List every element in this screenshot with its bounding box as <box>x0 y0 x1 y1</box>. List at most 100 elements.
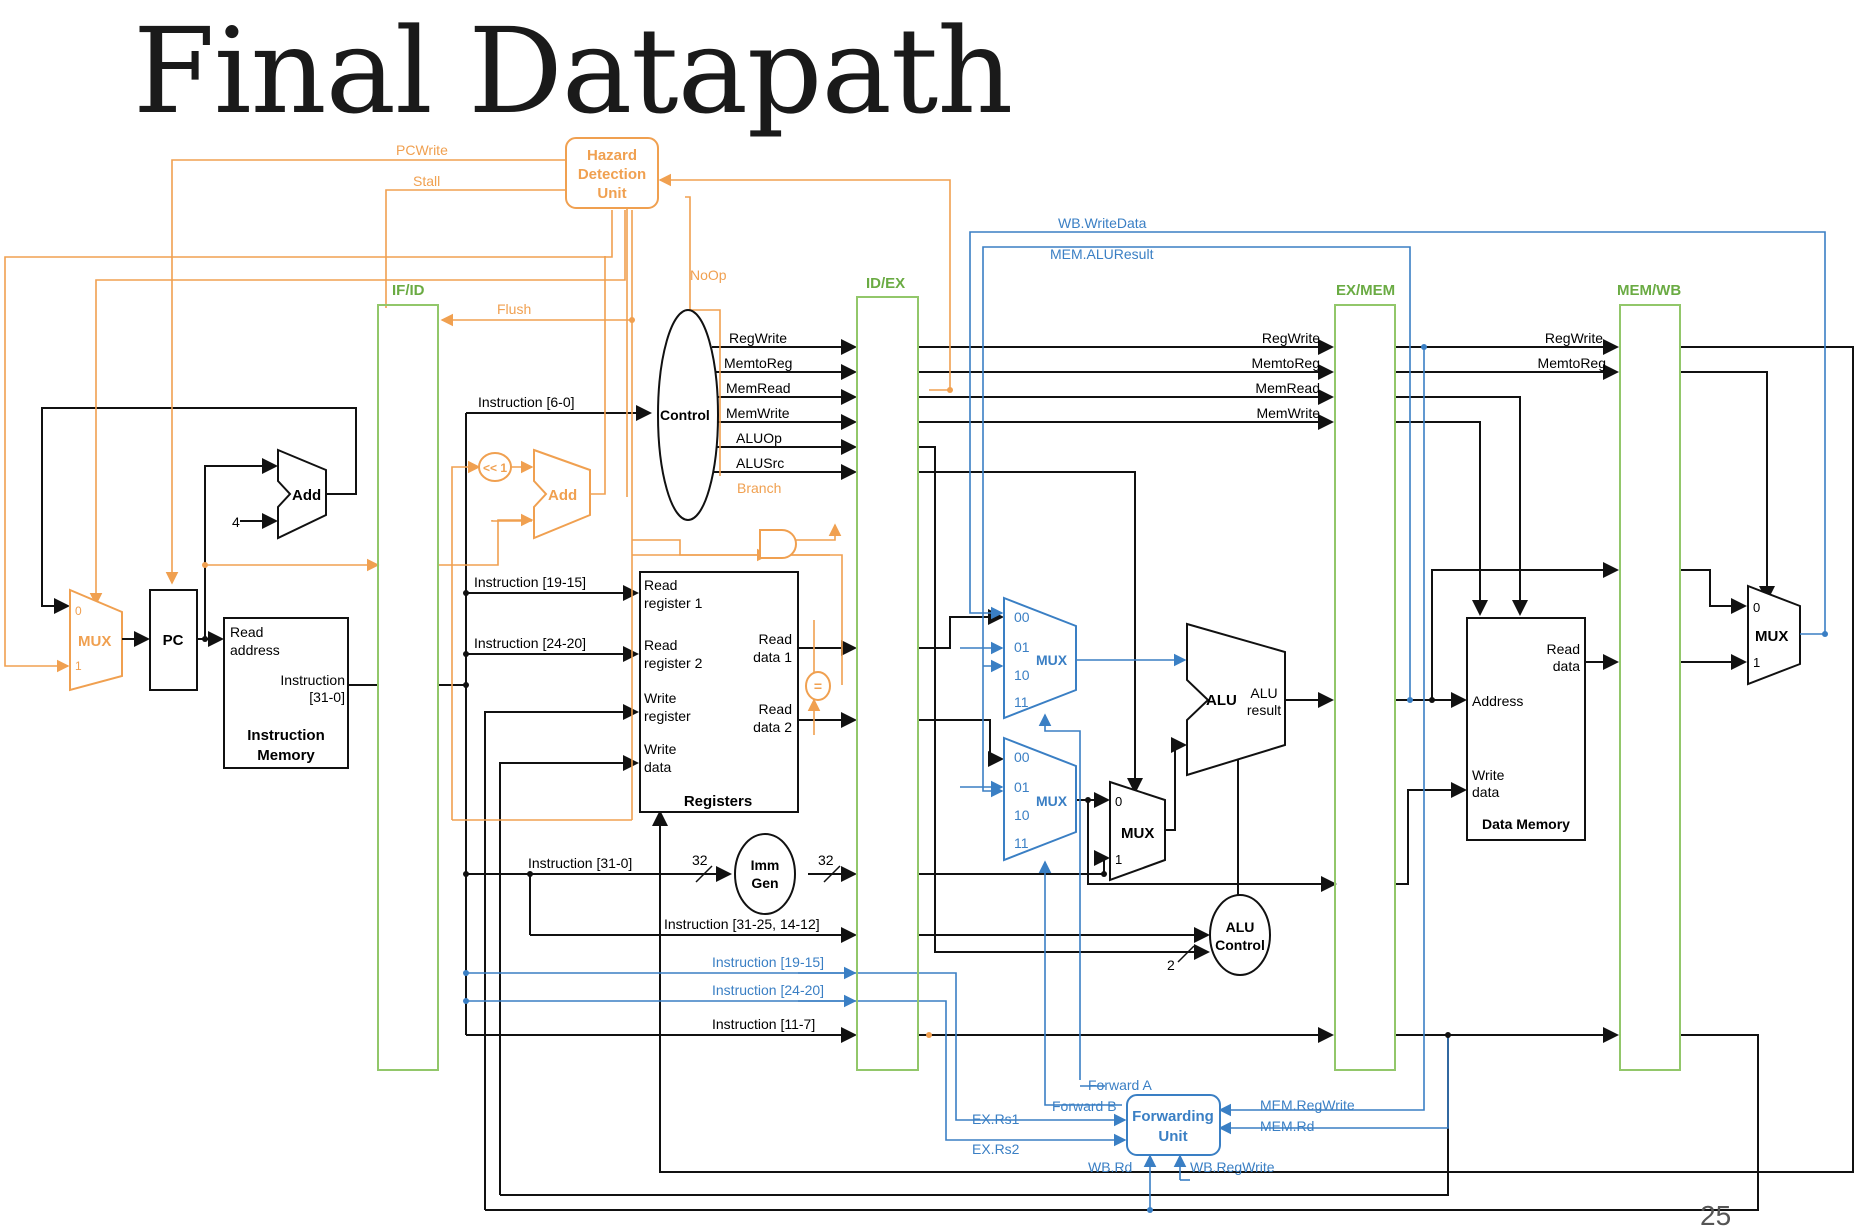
dmem-name: Data Memory <box>1482 816 1570 832</box>
alu-control-l1: ALU <box>1226 919 1255 935</box>
rf-rd2a: Read <box>759 701 792 717</box>
ex-mem-label: EX/MEM <box>1336 282 1395 299</box>
pc-mux-in1: 1 <box>75 659 82 673</box>
ctrl-regwrite: RegWrite <box>729 330 787 346</box>
fwd-unit-l1: Forwarding <box>1132 1108 1214 1125</box>
flush-label: Flush <box>497 301 531 317</box>
rf-wdb: data <box>644 759 671 775</box>
control-unit: Control <box>657 309 719 521</box>
data-memory: Address Read data Write data Data Memory <box>1466 617 1586 841</box>
junction-dots <box>202 590 1451 1038</box>
imm-gen-l1: Imm <box>751 857 780 873</box>
alu-control-bits: 2 <box>1167 957 1175 973</box>
rf-wra: Write <box>644 690 677 706</box>
slide-title: Final Datapath <box>133 2 1013 140</box>
alu-control: ALU Control <box>1209 894 1271 976</box>
fmux-b-00: 00 <box>1014 749 1030 765</box>
pc-adder-label: Add <box>292 487 321 504</box>
eq-label: = <box>814 678 822 694</box>
ctrl-aluop: ALUOp <box>736 430 782 446</box>
alu-label: ALU <box>1206 692 1237 709</box>
shift-left-unit: << 1 <box>478 452 512 482</box>
alu: ALU ALU result <box>1186 622 1286 777</box>
alusrc-mux-label: MUX <box>1121 825 1154 842</box>
imm-gen: Imm Gen <box>734 833 796 915</box>
dmem-write2: data <box>1472 784 1499 800</box>
wb-writedata-label: WB.WriteData <box>1058 215 1147 231</box>
wb-rd-label: WB.Rd <box>1088 1159 1132 1175</box>
instr-11-7-label: Instruction [11-7] <box>712 1016 815 1032</box>
imem-bits-label: [31-0] <box>309 689 345 705</box>
mem-rd-label: MEM.Rd <box>1260 1118 1314 1134</box>
branch-label: Branch <box>737 480 781 496</box>
pc-register: PC <box>149 589 198 691</box>
control-label: Control <box>660 407 710 423</box>
wbmux-in0: 0 <box>1753 600 1760 615</box>
instr-24-20-label: Instruction [24-20] <box>474 635 586 651</box>
instruction-memory: Read address Instruction [31-0] Instruct… <box>223 617 349 769</box>
ctrl-memread: MemRead <box>726 380 791 396</box>
dmem-read2: data <box>1553 658 1580 674</box>
ctrl-memwrite: MemWrite <box>726 405 790 421</box>
wb-regwrite-label: WB.RegWrite <box>1190 1159 1275 1175</box>
imm-in-bits: 32 <box>692 852 708 868</box>
rf-name: Registers <box>684 793 752 810</box>
orange-junction-dots <box>202 317 953 1038</box>
blue-junction-dots <box>463 344 1828 1213</box>
mem-aluresult-label: MEM.ALUResult <box>1050 246 1154 262</box>
rf-rr2b: register 2 <box>644 655 703 671</box>
exmem-regwrite: RegWrite <box>1262 330 1320 346</box>
noop-label: NoOp <box>690 267 727 283</box>
blue-instr-19-15-label: Instruction [19-15] <box>712 954 824 970</box>
rf-rr1b: register 1 <box>644 595 703 611</box>
pc-label: PC <box>163 632 184 649</box>
equality-comparator: = <box>805 671 831 701</box>
imem-instr-label: Instruction <box>280 672 345 688</box>
imm-out-bits: 32 <box>818 852 834 868</box>
shift-label: << 1 <box>483 461 507 475</box>
rf-wda: Write <box>644 741 677 757</box>
forward-mux-a: 00 01 10 11 MUX <box>1003 596 1077 720</box>
imem-name2: Memory <box>257 747 315 764</box>
imm-gen-l2: Gen <box>751 875 778 891</box>
dmem-address: Address <box>1472 693 1523 709</box>
rf-rd1b: data 1 <box>753 649 792 665</box>
pc-mux-in0: 0 <box>75 604 82 618</box>
instr-19-15-label: Instruction [19-15] <box>474 574 586 590</box>
mem-wb-label: MEM/WB <box>1617 282 1681 299</box>
fmux-b-10: 10 <box>1014 807 1030 823</box>
pc-mux-label: MUX <box>78 633 111 650</box>
fmux-b-label: MUX <box>1036 793 1068 809</box>
mem-wb-register <box>1619 304 1681 1071</box>
forward-mux-b: 00 01 10 11 MUX <box>1003 736 1077 862</box>
memwb-memtoreg: MemtoReg <box>1538 355 1606 371</box>
if-id-register <box>377 304 439 1071</box>
forwarding-unit: Forwarding Unit <box>1126 1094 1221 1156</box>
ex-mem-register <box>1334 304 1396 1071</box>
rf-rr1a: Read <box>644 577 677 593</box>
fmux-b-01: 01 <box>1014 779 1030 795</box>
rf-rd2b: data 2 <box>753 719 792 735</box>
imem-name1: Instruction <box>247 727 325 744</box>
hazard-line3: Unit <box>597 185 626 202</box>
imem-address-label: address <box>230 642 280 658</box>
instr-6-0-label: Instruction [6-0] <box>478 394 575 410</box>
instr-31-0-label: Instruction [31-0] <box>528 855 632 871</box>
hazard-line1: Hazard <box>587 147 637 164</box>
exmem-memwrite: MemWrite <box>1256 405 1320 421</box>
stall-label: Stall <box>413 173 440 189</box>
register-file: Read register 1 Read register 2 Write re… <box>639 571 799 813</box>
rf-wrb: register <box>644 708 691 724</box>
fmux-a-10: 10 <box>1014 667 1030 683</box>
branch-adder-label: Add <box>548 487 577 504</box>
alusrc-in0: 0 <box>1115 794 1122 809</box>
alusrc-in1: 1 <box>1115 852 1122 867</box>
dmem-write1: Write <box>1472 767 1505 783</box>
wbmux-in1: 1 <box>1753 655 1760 670</box>
branch-and-gate <box>759 529 797 559</box>
rf-rd1a: Read <box>759 631 792 647</box>
wbmux-label: MUX <box>1755 628 1788 645</box>
memwb-regwrite: RegWrite <box>1545 330 1603 346</box>
alu-result1: ALU <box>1250 685 1277 701</box>
page-number: 25 <box>1700 1200 1732 1231</box>
